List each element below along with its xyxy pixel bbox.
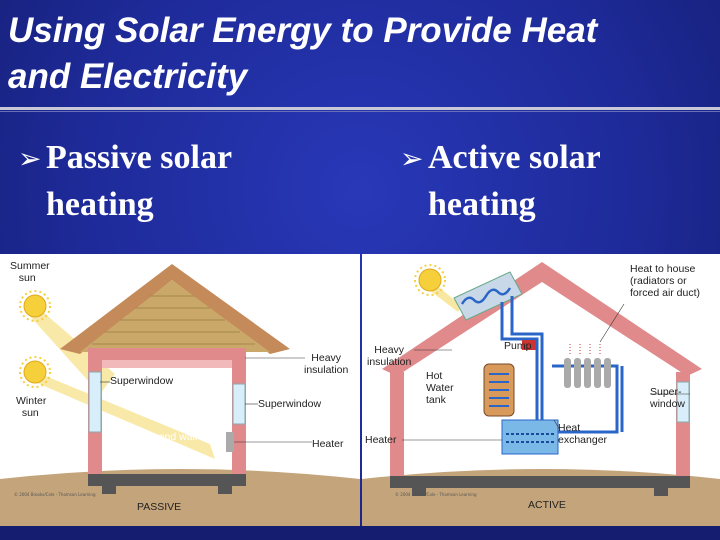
- label-water: Water: [426, 382, 454, 394]
- label-tank: tank: [426, 394, 446, 406]
- sun-icon: [414, 264, 462, 312]
- label-winter: Winter: [16, 395, 47, 407]
- label-heater: Heater: [312, 438, 344, 450]
- leader-lines: [100, 357, 312, 443]
- heater-unit: [226, 432, 234, 452]
- title-line-2: and Electricity: [8, 57, 248, 96]
- copyright-active: © 2004 Brooks/Cole - Thomson Learning: [395, 492, 477, 497]
- bullet-passive-line-1: Passive solar: [46, 139, 233, 176]
- left-window: [88, 371, 102, 433]
- label-super-1: Super-: [650, 386, 682, 398]
- arrow-bullet-icon: ➢: [400, 142, 424, 175]
- footing-left: [412, 488, 426, 496]
- label-heavy-insulation: Heavy insulation: [304, 352, 348, 376]
- floor: [390, 476, 690, 488]
- winter-sun-ray: [30, 372, 215, 459]
- roof-shingles: [92, 295, 255, 345]
- roof: [382, 262, 702, 376]
- exchanger-coil: [506, 433, 554, 443]
- bullet-active-line-2: heating: [428, 186, 536, 223]
- collector-pipe: [460, 287, 512, 305]
- solar-collector: [453, 271, 523, 321]
- label-stone-floor: Stone floor and wall for heat storage: [105, 431, 197, 455]
- roof: [80, 280, 270, 352]
- bullet-active-line-1: Active solar: [428, 139, 601, 176]
- footing-left: [102, 486, 116, 494]
- bullet-active: ➢Active solar heating: [400, 135, 601, 228]
- label-heater: Heater: [365, 434, 397, 446]
- label-stone-2: for heat storage: [105, 443, 179, 455]
- bullet-passive: ➢Passive solar heating: [18, 135, 232, 228]
- slide-footer-band: [0, 526, 720, 540]
- caption-active: ACTIVE: [528, 499, 566, 511]
- ceiling: [88, 348, 246, 360]
- right-window: [232, 383, 246, 425]
- footing-right: [654, 488, 668, 496]
- label-summer: Summer: [10, 260, 50, 272]
- label-sun: sun: [18, 272, 36, 284]
- label-exchanger-2: exchanger: [558, 434, 608, 446]
- radiator: [564, 358, 611, 388]
- label-sun-2: sun: [21, 407, 39, 419]
- active-illustration: [362, 262, 720, 526]
- label-heavy: Heavy: [311, 352, 342, 364]
- footing-right: [218, 486, 232, 494]
- passive-illustration: [0, 264, 360, 526]
- label-summer-sun: Summer sun: [10, 260, 50, 284]
- active-diagram: Heat to house (radiators or forced air d…: [362, 254, 720, 526]
- ceiling-insulation: [102, 360, 232, 368]
- label-heat-exchanger: Heat exchanger: [558, 422, 607, 446]
- pump: [522, 340, 536, 350]
- label-heat-3: forced air duct): [630, 287, 701, 299]
- copyright-passive: © 2004 Brooks/Cole - Thomson Learning: [14, 492, 96, 497]
- passive-diagram: Summer sun Winter sun Superwindow Heavy …: [0, 254, 360, 526]
- label-heat-2: (radiators or: [630, 275, 687, 287]
- slide-title: Using Solar Energy to Provide Heat and E…: [8, 8, 708, 100]
- heat-exchanger: [501, 419, 559, 455]
- label-heavy-insulation: Heavy insulation: [367, 344, 411, 368]
- label-heat-1: Heat to house: [630, 263, 696, 275]
- caption-passive: PASSIVE: [137, 501, 182, 513]
- label-winter-sun: Winter sun: [16, 395, 46, 419]
- label-heavy: Heavy: [374, 344, 405, 356]
- leader-lines: [402, 303, 690, 441]
- floor: [88, 474, 246, 486]
- label-heat-to-house: Heat to house (radiators or forced air d…: [630, 263, 700, 299]
- winter-sun-icon: [19, 356, 51, 388]
- title-divider: [0, 107, 720, 110]
- roof-edge: [60, 264, 290, 354]
- label-hot: Hot: [426, 370, 443, 382]
- label-superwindow-2: Superwindow: [258, 398, 322, 410]
- label-stone-1: Stone floor and wall: [105, 431, 198, 443]
- label-superwindow: Superwindow: [110, 375, 174, 387]
- summer-sun-icon: [19, 290, 51, 322]
- bullet-passive-line-2: heating: [46, 186, 154, 223]
- title-line-1: Using Solar Energy to Provide Heat: [8, 11, 598, 50]
- label-super-2: window: [650, 398, 686, 410]
- left-wall: [390, 372, 404, 487]
- label-hot-water-tank: Hot Water tank: [426, 370, 454, 406]
- label-superwindow: Super- window: [650, 386, 685, 410]
- label-pump: Pump: [504, 340, 532, 352]
- label-insulation: insulation: [367, 356, 412, 368]
- tank-coil: [489, 373, 509, 407]
- heat-arrows: [569, 344, 601, 354]
- label-exchanger-1: Heat: [558, 422, 581, 434]
- arrow-bullet-icon: ➢: [18, 142, 42, 175]
- superwindow: [676, 381, 690, 423]
- label-insulation: insulation: [304, 364, 349, 376]
- title-divider-shadow: [0, 111, 720, 112]
